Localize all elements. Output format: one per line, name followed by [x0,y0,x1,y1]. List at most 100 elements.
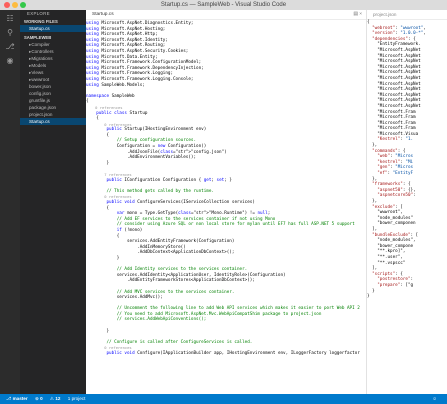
code-line: // services.AddWebApiConventions(); [86,317,207,323]
code-line: using Microsoft.Framework.Logging; [86,71,173,77]
json-line: "frameworks": { [372,182,411,188]
json-tab[interactable]: project.json [367,10,447,20]
json-line: "gen": "Micros [377,165,414,171]
code-line: using Microsoft.AspNet.Security.Cookies; [86,48,189,54]
code-line: // Add Identity services to the services… [86,267,248,273]
json-line: "node_modules" [367,215,414,221]
code-line: .AddDbContext<ApplicationDbContext>(); [86,250,235,256]
code-line: using Microsoft.AspNet.Diagnostics.Entit… [86,21,194,26]
json-line: "scripts": { [372,271,403,277]
code-line: // This method gets called by the runtim… [86,188,214,194]
explorer-header: EXPLORE [27,11,50,16]
json-line: } [367,288,375,294]
project-section[interactable]: SAMPLEWEB [24,35,52,40]
minimize-window-button[interactable] [12,2,18,8]
code-line: 0 references [86,121,132,127]
json-line: "Microsoft.AspNet [367,64,421,70]
json-line: }, [367,143,378,149]
code-line: using Microsoft.AspNet.Routing; [86,43,166,49]
json-line: "Microsoft.Fram [367,109,416,115]
explorer-sidebar: EXPLORE WORKING FILES Startup.cs SAMPLEW… [20,10,86,394]
json-line: "Microsoft.AspNet [367,70,421,76]
json-line: "Microsoft.AspNet [367,47,421,53]
json-line: "Microsoft.Visua [367,131,419,137]
code-line: // Add MVC services to the services cont… [86,289,235,295]
code-line: using Microsoft.AspNet.Http; [86,32,158,38]
json-line: "Microsoft.AspNet [367,81,421,87]
split-editor-icon[interactable]: ▤ × [353,12,362,17]
json-line: "kestrel": "Mi [377,159,414,165]
folder-views[interactable]: Views [20,69,86,76]
window-title: Startup.cs — SampleWeb - Visual Studio C… [160,2,287,8]
file-startup-cs[interactable]: Startup.cs [20,118,86,125]
editor-tab[interactable]: Startup.cs ▤ × [86,10,366,20]
json-line: "aspnetcore50": [377,193,416,199]
file-gruntfile[interactable]: gruntfile.js [29,98,50,103]
errors-status[interactable]: ⊗ 0 [34,396,43,401]
file-project-json[interactable]: project.json [29,112,53,117]
json-line: "version": "1.0.0-*", [372,31,426,37]
code-line: { [86,205,110,211]
code-line: using Microsoft.AspNet.Hosting; [86,26,166,32]
code-line: 0 references [86,194,132,200]
code-line: public void ConfigureServices(IServiceCo… [106,200,255,205]
debug-icon[interactable]: ◉ [6,56,14,65]
working-files-section[interactable]: WORKING FILES [24,19,58,24]
code-line: .AddEntityFrameworkStores<ApplicationDbC… [86,278,255,284]
folder-wwwroot[interactable]: wwwroot [20,76,86,83]
json-tab-label: project.json [373,12,397,17]
code-line: 0 references [86,345,132,351]
json-line: ], [367,266,378,272]
json-line: "Kestrel": "1. [377,137,414,143]
json-line: ], [367,226,378,232]
folder-compiler[interactable]: Compiler [20,41,86,48]
folder-models[interactable]: Models [20,62,86,69]
json-line: "bundleExclude": [ [372,232,419,238]
code-editor[interactable]: Startup.cs ▤ × using Microsoft.AspNet.Di… [86,10,367,394]
code-line: .AddJsonFile(class="str">"config.json") [86,149,227,155]
json-line: "aspnet50": {}, [377,187,416,193]
file-bower-json[interactable]: bower.json [29,84,51,89]
code-line: // You need to add Microsoft.AspNet.Mvc.… [86,311,322,317]
code-line: { [86,233,120,239]
json-line: "exclude": [ [372,204,403,210]
code-line: var mono = Type.GetType(class="str">"Mon… [116,211,271,217]
json-line: "Microsoft.AspNet [367,87,421,93]
json-line: "bower_componen [367,221,416,227]
json-line: { [367,20,370,25]
activity-bar: ☷ ⚲ ⎇ ◉ [0,10,20,394]
code-line: Configuration = new Configuration() [86,144,207,150]
maximize-window-button[interactable] [20,2,26,8]
folder-migrations[interactable]: Migrations [20,55,86,62]
code-line: if (!mono) [116,227,143,233]
code-line: 7 references [86,172,132,178]
code-line: public void Configure(IApplicationBuilde… [106,351,360,357]
warnings-status[interactable]: ⚠ 12 [49,396,61,401]
files-icon[interactable]: ☷ [6,14,14,23]
code-line: .AddEnvironmentVariables(); [86,155,197,161]
git-icon[interactable]: ⎇ [5,42,15,51]
json-line: "Microsoft.AspNet [367,59,421,65]
working-file-startup[interactable]: Startup.cs [20,25,86,32]
smiley-icon[interactable]: ☺ [432,396,437,401]
close-window-button[interactable] [4,2,10,8]
json-line: "wwwroot", [367,210,403,216]
json-line: "postrestore": [377,277,414,283]
file-package-json[interactable]: package.json [29,105,57,110]
json-line: "**.vspscc" [367,260,406,266]
status-bar: ⎇ master ⊗ 0 ⚠ 12 1 project ☺ [0,394,447,404]
code-line: public IConfiguration Configuration { ge… [106,177,232,183]
branch-status[interactable]: ⎇ master [6,396,28,401]
json-line: "**.kpro]", [367,249,406,255]
json-line: "node_modules", [367,238,416,244]
json-line: }, [367,199,378,204]
json-editor[interactable]: project.json { "webroot": "wwwroot", "ve… [367,10,447,394]
project-status[interactable]: 1 project [67,396,86,401]
code-line: public Startup(IHostingEnvironment env) [106,127,207,133]
code-line: using Microsoft.Framework.DependencyInje… [86,65,204,71]
file-config-json[interactable]: config.json [29,91,51,96]
folder-controllers[interactable]: Controllers [20,48,86,55]
code-line: // Setup configuration sources. [86,138,197,144]
search-icon[interactable]: ⚲ [7,28,13,37]
code-line: using Microsoft.Framework.Logging.Consol… [86,76,194,82]
